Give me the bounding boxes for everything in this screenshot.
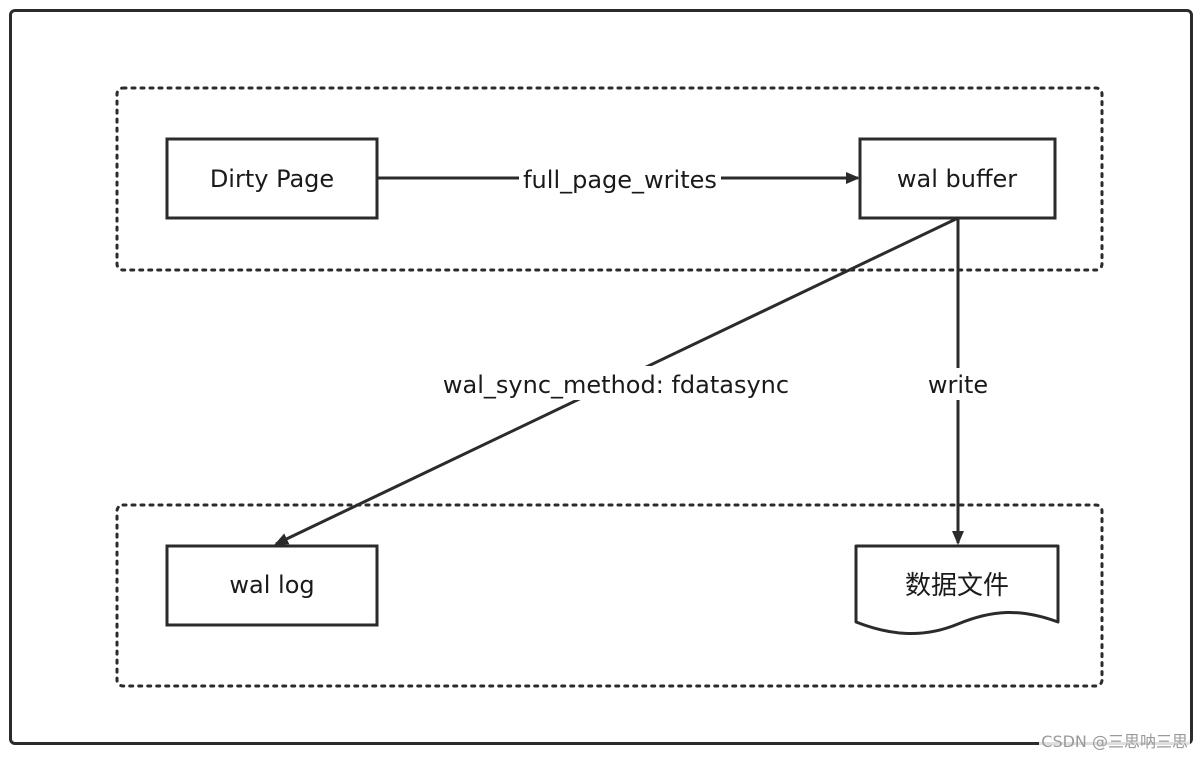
node-wal-buffer: wal buffer xyxy=(858,137,1057,220)
edge-full-page-writes: full_page_writes xyxy=(377,162,860,194)
edge-full-page-writes-label-bg xyxy=(519,162,721,194)
edge-write: write xyxy=(926,218,992,545)
edge-wal-sync-method-label-bg xyxy=(440,366,792,400)
bottom-group-frame xyxy=(115,503,1104,688)
edge-wal-sync-method-label: wal_sync_method: fdatasync xyxy=(443,371,789,399)
top-group-frame xyxy=(115,86,1104,272)
watermark: CSDN @三思呐三思 xyxy=(1039,728,1190,752)
edge-write-label-bg xyxy=(926,368,992,400)
node-wal-log: wal log xyxy=(165,544,379,627)
node-wal-buffer-label: wal buffer xyxy=(897,165,1017,193)
node-data-file: 数据文件 xyxy=(854,544,1060,636)
edge-wal-sync-method: wal_sync_method: fdatasync xyxy=(274,216,959,546)
edge-full-page-writes-label: full_page_writes xyxy=(523,166,717,194)
node-data-file-label: 数据文件 xyxy=(905,571,1009,601)
node-wal-log-box xyxy=(165,544,379,627)
node-dirty-page-box xyxy=(165,137,379,220)
node-dirty-page-label: Dirty Page xyxy=(210,165,334,193)
node-data-file-shape xyxy=(854,544,1060,636)
node-wal-log-label: wal log xyxy=(229,571,314,599)
node-dirty-page: Dirty Page xyxy=(165,137,379,220)
edge-write-label: write xyxy=(928,371,988,399)
node-wal-buffer-box xyxy=(858,137,1057,220)
